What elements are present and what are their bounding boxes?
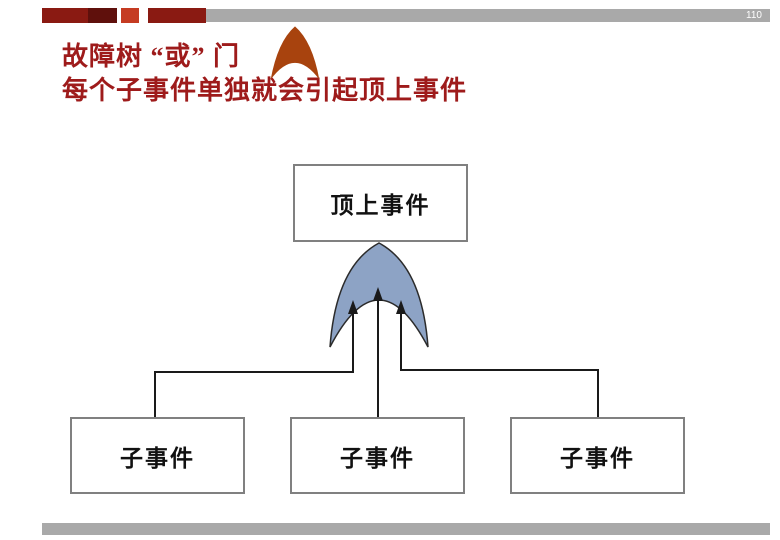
connector-left bbox=[154, 312, 354, 418]
arrowhead-right bbox=[396, 300, 406, 314]
arrowhead-middle bbox=[373, 287, 383, 301]
slide-title: 故障树 “或” 门 : 每个子事件单独就会引起顶上事件 bbox=[62, 40, 467, 108]
or-gate-icon-shape bbox=[270, 26, 320, 80]
sub-event-label-3: 子事件 bbox=[560, 445, 635, 471]
header-block-1 bbox=[42, 8, 88, 23]
sub-event-box-1: 子事件 bbox=[70, 417, 245, 494]
header-block-4 bbox=[148, 8, 206, 23]
sub-event-label-2: 子事件 bbox=[340, 445, 415, 471]
connector-right bbox=[400, 312, 599, 418]
header-block-2 bbox=[88, 8, 117, 23]
top-event-box: 顶上事件 bbox=[293, 164, 468, 242]
sub-event-label-1: 子事件 bbox=[120, 445, 195, 471]
sub-event-box-2: 子事件 bbox=[290, 417, 465, 494]
page-number: 110 bbox=[746, 10, 762, 21]
arrowhead-left bbox=[348, 300, 358, 314]
sub-event-box-3: 子事件 bbox=[510, 417, 685, 494]
footer-bar bbox=[42, 523, 770, 535]
title-line-2: 每个子事件单独就会引起顶上事件 bbox=[62, 76, 468, 105]
title-text: 故障树 “或” 门 bbox=[62, 42, 241, 71]
or-gate-icon bbox=[270, 26, 320, 80]
or-gate-symbol bbox=[329, 242, 429, 348]
top-event-label: 顶上事件 bbox=[330, 193, 431, 218]
header-bar: 110 bbox=[206, 9, 770, 22]
header-block-3 bbox=[121, 8, 139, 23]
